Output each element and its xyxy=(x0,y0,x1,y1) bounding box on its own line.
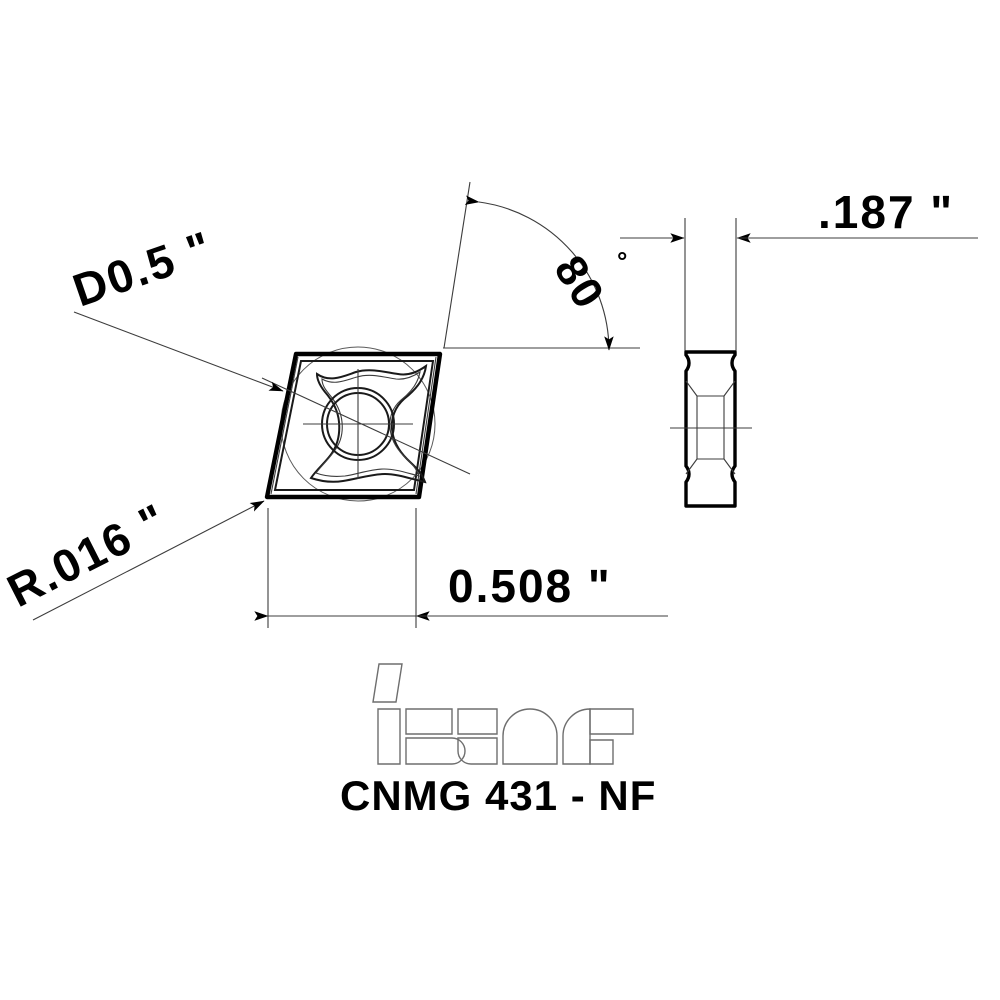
dimension-label-80deg: 80 xyxy=(545,247,615,318)
dimension-label-0508: 0.508 " xyxy=(448,560,612,612)
logo-letter-r-foot xyxy=(589,739,614,765)
chipbreaker-pocket-inner xyxy=(315,370,421,477)
angle-arc xyxy=(464,195,614,351)
part-number-label: CNMG 431 - NF xyxy=(340,772,656,819)
chipbreaker-pocket xyxy=(309,363,428,484)
side-view-csk-bl xyxy=(685,458,698,475)
corner-radius-dimension-group: R.016 " xyxy=(0,493,265,621)
angle-extension-line-slanted xyxy=(443,181,471,349)
logo-letter-a xyxy=(502,708,558,765)
logo-letter-i xyxy=(377,708,401,765)
insert-diagonal-axis xyxy=(261,377,471,475)
r016-leader-line xyxy=(32,500,265,621)
top-view-group xyxy=(261,346,471,502)
insert-inner-edge xyxy=(273,360,435,491)
logo-letter-r-bar xyxy=(589,708,634,735)
logo-letter-s-top xyxy=(405,708,453,735)
d05-leader-line xyxy=(73,311,284,392)
dimension-label-d05: D0.5 " xyxy=(66,220,219,316)
logo-letter-c-bottom xyxy=(457,737,498,765)
dimension-label-187: .187 " xyxy=(818,186,954,238)
inscribed-circle-dimension-group: D0.5 " xyxy=(66,220,284,392)
length-dimension-group: 0.508 " xyxy=(254,508,668,628)
side-view-group xyxy=(670,218,752,508)
side-view-csk-tr xyxy=(723,380,736,397)
insert-outline xyxy=(264,351,443,500)
insert-land-left xyxy=(270,356,299,495)
thickness-dimension-group: .187 " xyxy=(620,186,978,243)
iscar-logo xyxy=(372,663,634,765)
dimension-label-r016: R.016 " xyxy=(0,493,175,617)
logo-letter-c-top xyxy=(457,708,498,735)
logo-i-tittle xyxy=(372,663,403,703)
side-view-csk-tl xyxy=(685,380,698,397)
degree-symbol: ° xyxy=(617,246,627,276)
included-angle-dimension-group: 80 ° xyxy=(443,181,640,351)
side-view-csk-br xyxy=(723,458,736,475)
logo-letter-s-bottom xyxy=(405,737,466,765)
logo-letter-r-stem xyxy=(562,708,591,765)
side-view-outline xyxy=(684,350,737,508)
